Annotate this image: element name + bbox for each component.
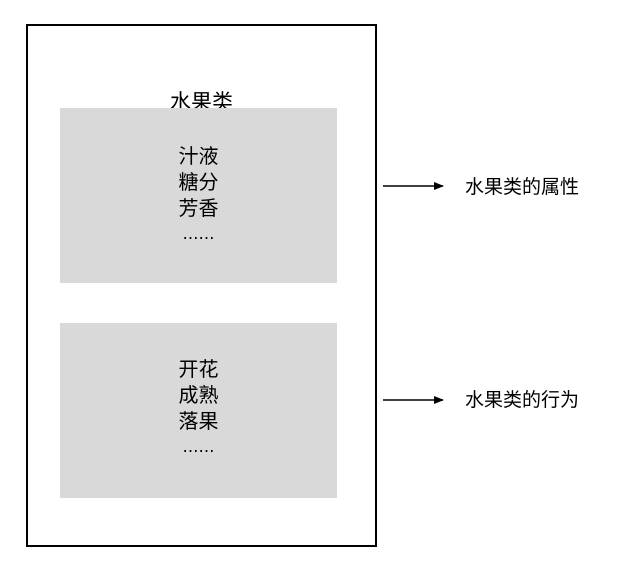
behaviors-label: 水果类的行为	[465, 389, 580, 411]
behavior-ellipsis: ……	[182, 437, 215, 456]
attribute-item: 芳香	[178, 196, 219, 220]
attributes-list: 汁液 糖分 芳香 ……	[60, 143, 337, 247]
attributes-panel: 汁液 糖分 芳香 ……	[60, 108, 337, 283]
behaviors-panel: 开花 成熟 落果 ……	[60, 323, 337, 498]
attribute-ellipsis: ……	[182, 224, 215, 243]
behavior-item: 落果	[178, 409, 219, 433]
attribute-item: 糖分	[178, 170, 219, 194]
behavior-item: 开花	[178, 357, 219, 381]
attribute-item: 汁液	[178, 144, 219, 168]
behaviors-list: 开花 成熟 落果 ……	[60, 356, 337, 460]
attributes-label: 水果类的属性	[465, 176, 580, 198]
behavior-item: 成熟	[178, 383, 219, 407]
